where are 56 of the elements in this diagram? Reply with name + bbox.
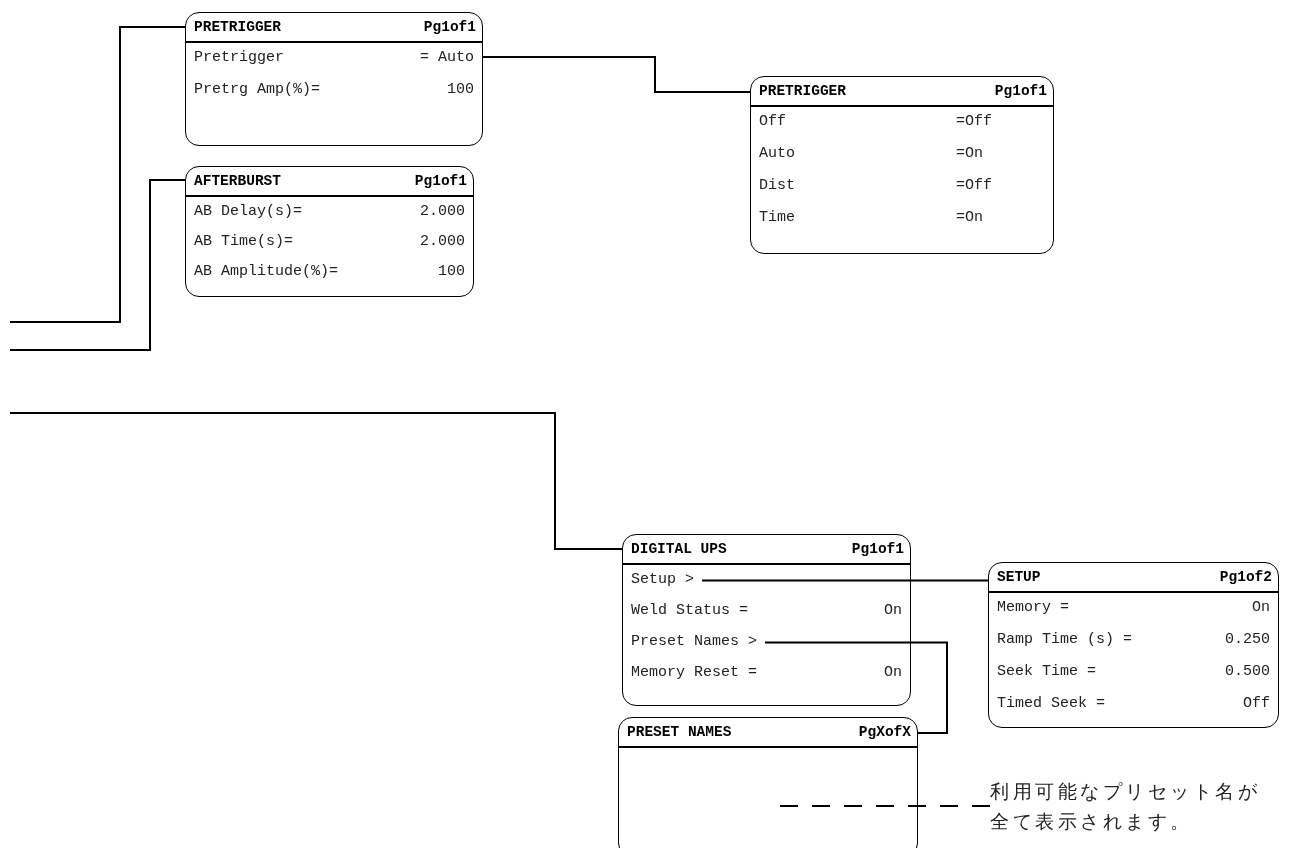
page-indicator: Pg1of2 xyxy=(1219,569,1272,585)
menu-screen-box xyxy=(988,562,1279,728)
menu-title: SETUP xyxy=(997,569,1041,585)
menu-screen-box xyxy=(750,76,1054,254)
setting-label: AB Delay(s)= xyxy=(194,203,303,220)
connector-line xyxy=(764,641,948,734)
setting-value: 2.000 xyxy=(420,203,465,220)
setting-value: On xyxy=(884,602,902,619)
page-indicator: PgXofX xyxy=(858,724,911,740)
menu-title: PRETRIGGER xyxy=(759,83,846,99)
page-indicator: Pg1of1 xyxy=(414,173,467,189)
setting-value: 0.250 xyxy=(1225,631,1270,648)
setting-value: = Auto xyxy=(420,49,474,66)
setting-label: AB Amplitude(%)= xyxy=(194,263,339,280)
page-indicator: Pg1of1 xyxy=(423,19,476,35)
setting-value: =Off xyxy=(956,177,992,194)
setting-value: 2.000 xyxy=(420,233,465,250)
setting-value: =Off xyxy=(956,113,992,130)
connector-line xyxy=(701,579,989,582)
menu-screen-box xyxy=(185,12,483,146)
setting-label: Ramp Time (s) = xyxy=(997,631,1133,648)
menu-title: PRESET NAMES xyxy=(627,724,732,740)
setting-value: =On xyxy=(956,145,983,162)
setting-value: On xyxy=(1252,599,1270,616)
page-indicator: Pg1of1 xyxy=(851,541,904,557)
setting-label: Time xyxy=(759,209,795,226)
setting-value: 100 xyxy=(438,263,465,280)
setting-label: Off xyxy=(759,113,786,130)
setting-label: Seek Time = xyxy=(997,663,1097,680)
setting-label: Dist xyxy=(759,177,795,194)
setting-label: Memory = xyxy=(997,599,1069,616)
connector-line xyxy=(9,179,186,351)
connector-line xyxy=(482,56,751,93)
setting-label: Pretrigger xyxy=(194,49,284,66)
setting-value: =On xyxy=(956,209,983,226)
setting-label: Auto xyxy=(759,145,795,162)
setting-label: Memory Reset = xyxy=(631,664,758,681)
setting-label: Timed Seek = xyxy=(997,695,1106,712)
setting-value: 0.500 xyxy=(1225,663,1270,680)
menu-title: PRETRIGGER xyxy=(194,19,281,35)
setting-value: On xyxy=(884,664,902,681)
submenu-item: Preset Names > xyxy=(631,633,758,650)
setting-value: 100 xyxy=(447,81,474,98)
note-text: 利用可能なプリセット名が全て表示されます。 xyxy=(990,776,1272,836)
connector-line xyxy=(9,412,623,550)
menu-screen-box xyxy=(185,166,474,297)
menu-title: AFTERBURST xyxy=(194,173,281,189)
connector-line xyxy=(9,26,186,323)
submenu-item: Setup > xyxy=(631,571,694,588)
setting-label: Pretrg Amp(%)= xyxy=(194,81,321,98)
page-indicator: Pg1of1 xyxy=(994,83,1047,99)
setting-value: Off xyxy=(1243,695,1270,712)
menu-title: DIGITAL UPS xyxy=(631,541,727,557)
menu-screen-box xyxy=(622,534,911,706)
setting-label: AB Time(s)= xyxy=(194,233,294,250)
setting-label: Weld Status = xyxy=(631,602,749,619)
